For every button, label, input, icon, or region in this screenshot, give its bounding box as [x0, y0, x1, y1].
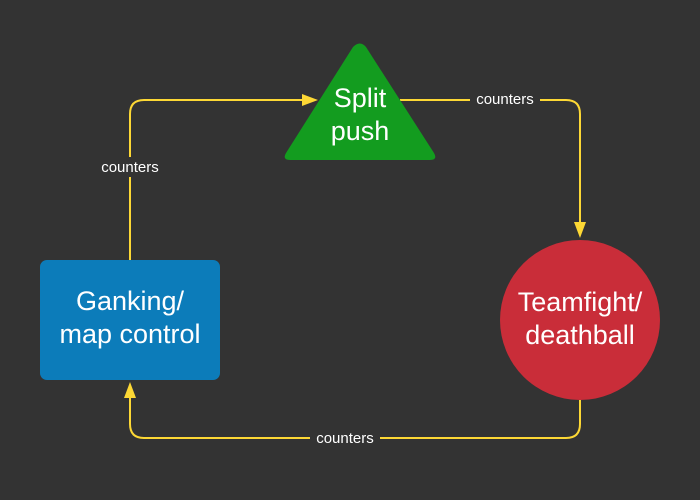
edge-line: [129, 99, 302, 260]
node-label-line-2: map control: [59, 319, 200, 349]
node-ganking[interactable]: Ganking/ map control: [40, 260, 220, 380]
node-teamfight[interactable]: Teamfight/ deathball: [500, 240, 660, 400]
circle-shape: [500, 240, 660, 400]
edge-label: counters: [316, 430, 374, 447]
edge-label-bg: [95, 157, 165, 177]
node-label-line-2: deathball: [525, 320, 635, 350]
arrowhead-icon: [302, 94, 318, 106]
node-split-push[interactable]: Split push: [284, 43, 436, 161]
edge-label: counters: [101, 159, 159, 176]
edge-splitpush-to-teamfight: counters: [400, 90, 586, 238]
arrowhead-icon: [574, 222, 586, 238]
node-label-line-2: push: [331, 116, 390, 146]
node-label-line-1: Teamfight/: [518, 287, 643, 317]
edge-ganking-to-splitpush: counters: [95, 94, 318, 260]
edge-teamfight-to-ganking: counters: [124, 382, 581, 448]
edge-line: [400, 99, 581, 222]
rounded-rectangle-shape: [40, 260, 220, 380]
edge-label-bg: [470, 90, 540, 110]
arrowhead-icon: [124, 382, 136, 398]
node-label-line-1: Ganking/: [76, 286, 185, 316]
edge-label: counters: [476, 91, 534, 108]
edge-label-bg: [310, 428, 380, 448]
triangle-shape: [284, 43, 436, 160]
node-label-line-1: Split: [334, 83, 387, 113]
